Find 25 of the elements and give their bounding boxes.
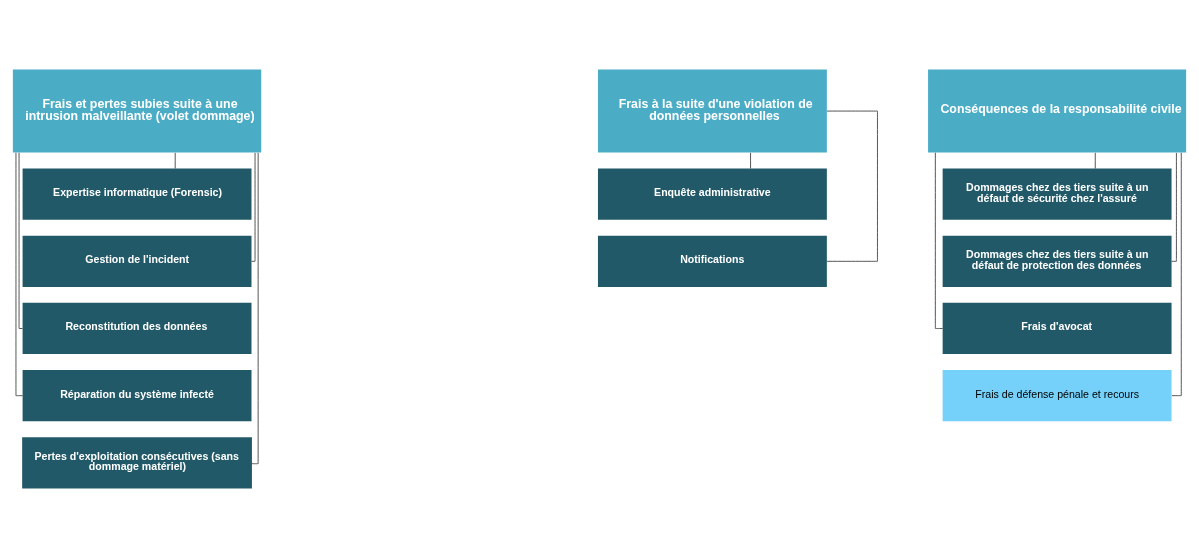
- node-box: Reconstitution des données: [22, 302, 252, 355]
- node-box: Réparation du système infecté: [22, 370, 252, 422]
- node-box: Dommages chez des tiers suite à un défaut de protection des données: [942, 235, 1172, 287]
- node-box: Dommages chez des tiers suite à un défaut de sécurité chez l'assuré: [942, 168, 1172, 220]
- node-box: Notifications: [597, 235, 827, 287]
- node-box: Conséquences de la responsabilité civile: [928, 69, 1187, 153]
- node-box: Frais de défense pénale et recours: [942, 370, 1172, 422]
- node-box: Frais et pertes subies suite à une intrusion malveillante (volet dommage): [12, 69, 262, 153]
- connector: [18, 152, 23, 329]
- node-box: Gestion de l'incident: [22, 235, 252, 287]
- node-box: Pertes d'exploitation consécutives (sans dommage matériel): [22, 437, 252, 489]
- node-box: Enquête administrative: [597, 168, 827, 220]
- connector: [1171, 152, 1177, 262]
- node-box: Frais d'avocat: [942, 302, 1172, 355]
- node-box: Expertise informatique (Forensic): [22, 168, 252, 220]
- connector: [251, 152, 259, 465]
- connector: [750, 152, 751, 169]
- connector: [1094, 152, 1096, 169]
- connector: [1171, 152, 1182, 397]
- node-box: Frais à la suite d'une violation de données personnelles: [597, 69, 827, 153]
- connector: [826, 110, 878, 262]
- connector: [934, 152, 944, 329]
- connector: [15, 152, 23, 397]
- connector: [174, 152, 176, 169]
- connector: [251, 152, 256, 262]
